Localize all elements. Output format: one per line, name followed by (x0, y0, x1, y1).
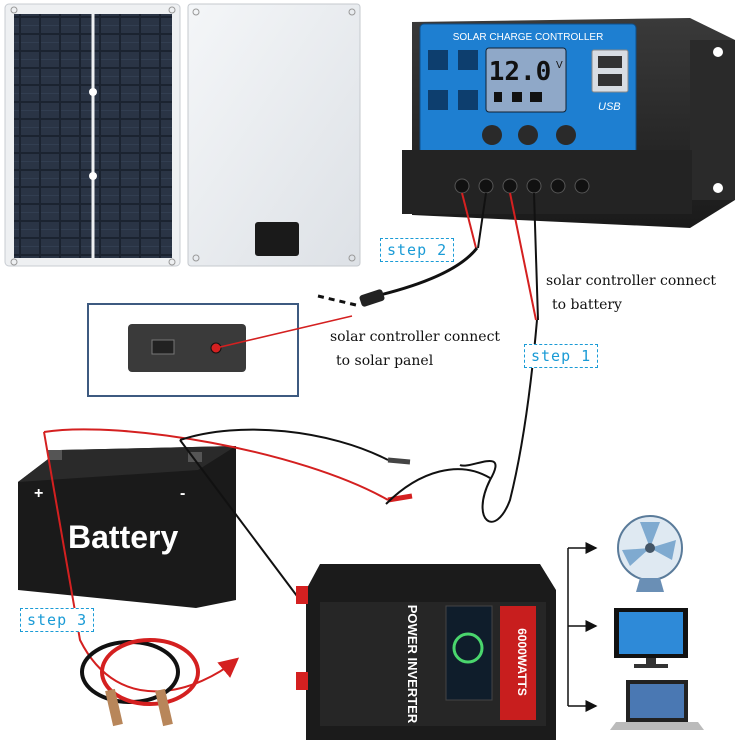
lcd-unit: V (556, 60, 563, 71)
caption-controller-panel-1: solar controller connect (330, 329, 501, 345)
fan-icon (617, 515, 683, 592)
monitor-icon (614, 608, 688, 668)
inverter-display (445, 605, 493, 701)
battery-positive: + (34, 485, 43, 502)
mcu-icon (428, 50, 448, 70)
caption-controller-battery-1: solar controller connect (546, 273, 717, 289)
step-3-label: step 3 (20, 608, 95, 632)
caption-controller-battery-2: to battery (552, 297, 622, 313)
solar-panel-back (187, 3, 361, 267)
controller-terminals (454, 178, 590, 194)
junction-box (255, 222, 299, 256)
up-button (518, 125, 538, 145)
caption-controller-panel-2: to solar panel (336, 353, 434, 369)
controller-wires (379, 192, 539, 523)
step-2-label: step 2 (380, 238, 455, 262)
output-arrows (567, 542, 598, 712)
usb-label: USB (598, 101, 621, 113)
connector-inset (87, 303, 353, 397)
battery-label: Battery (68, 519, 178, 555)
power-inverter: POWER INVERTER 6000WATTS (296, 564, 556, 740)
solar-plug (317, 289, 385, 307)
battery: + - Battery (18, 446, 236, 608)
inverter-rating: 6000WATTS (515, 628, 529, 696)
laptop-icon (610, 680, 704, 730)
timer-icon (428, 90, 448, 110)
inverter-title: POWER INVERTER (405, 605, 420, 724)
charge-controller: SOLAR CHARGE CONTROLLER 12.0 V USB (402, 18, 735, 228)
lock-icon (458, 90, 478, 110)
lcd-voltage: 12.0 (489, 57, 552, 87)
set-icon (458, 50, 478, 70)
battery-negative: - (180, 485, 185, 502)
step-1-label: step 1 (524, 344, 599, 368)
solar-panel (4, 3, 181, 267)
clip-cables (80, 638, 200, 727)
down-button (556, 125, 576, 145)
menu-button (482, 125, 502, 145)
controller-title: SOLAR CHARGE CONTROLLER (453, 32, 604, 43)
